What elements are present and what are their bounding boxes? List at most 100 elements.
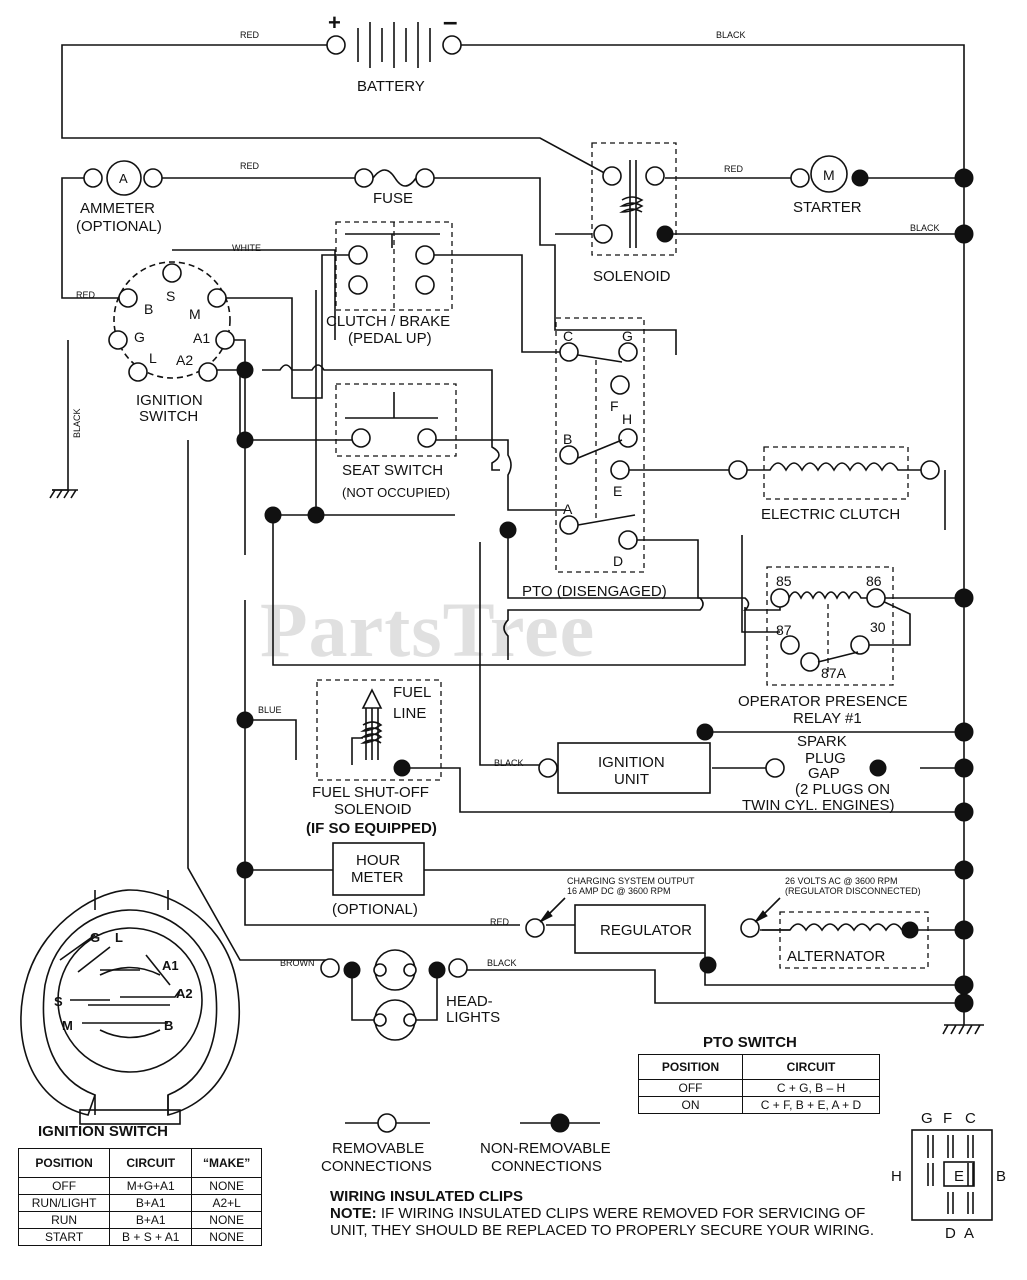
relay-label: OPERATOR PRESENCE bbox=[738, 693, 907, 710]
relay-term-86: 86 bbox=[866, 573, 882, 589]
wire-label-black-battery: BLACK bbox=[716, 30, 746, 40]
spark-label-4: (2 PLUGS ON bbox=[795, 781, 890, 798]
charging-label-1: CHARGING SYSTEM OUTPUT bbox=[567, 876, 695, 886]
ignition-switch-table: POSITION CIRCUIT “MAKE” OFF M+G+A1 NONE … bbox=[17, 1148, 262, 1246]
spark-label-2: PLUG bbox=[805, 750, 846, 767]
pto-switch-face: G F C H E B D A bbox=[891, 1110, 1006, 1242]
note-text: IF WIRING INSULATED CLIPS WERE REMOVED F… bbox=[330, 1205, 875, 1239]
relay-label-2: RELAY #1 bbox=[793, 710, 862, 727]
volts-label-1: 26 VOLTS AC @ 3600 RPM bbox=[785, 876, 898, 886]
volts-label-2: (REGULATOR DISCONNECTED) bbox=[785, 886, 921, 896]
legend-removable-1: REMOVABLE bbox=[332, 1140, 424, 1157]
ign-table-header-circuit: CIRCUIT bbox=[109, 1148, 193, 1178]
ignition-unit: IGNITION UNIT SPARK PLUG GAP (2 PLUGS ON… bbox=[538, 723, 895, 814]
ign-face-b: B bbox=[164, 1018, 173, 1033]
ammeter-label: AMMETER bbox=[80, 200, 155, 217]
ign-table-cell: OFF bbox=[17, 1177, 111, 1195]
fuel-sol-label-3: (IF SO EQUIPPED) bbox=[306, 820, 437, 837]
pto-face-c: C bbox=[965, 1110, 976, 1127]
regulator: REGULATOR CHARGING SYSTEM OUTPUT 16 AMP … bbox=[525, 876, 921, 974]
note-body: NOTE: IF WIRING INSULATED CLIPS WERE REM… bbox=[330, 1205, 890, 1239]
electric-clutch-label: ELECTRIC CLUTCH bbox=[761, 506, 900, 523]
hour-meter-label-2: METER bbox=[351, 869, 404, 886]
relay-term-87a: 87A bbox=[821, 665, 847, 681]
ign-table-header-position: POSITION bbox=[17, 1148, 111, 1178]
ign-term-m: M bbox=[189, 306, 201, 322]
ign-face-s: S bbox=[54, 994, 63, 1009]
operator-presence-relay: 85 86 87 30 87A OPERATOR PRESENCE RELAY … bbox=[738, 566, 907, 727]
pto-table-cell: ON bbox=[638, 1096, 743, 1114]
headlights-label-2: LIGHTS bbox=[446, 1009, 500, 1026]
fuel-sol-label-2: SOLENOID bbox=[334, 801, 412, 818]
ign-face-g: G bbox=[90, 930, 100, 945]
legend-removable-2: CONNECTIONS bbox=[321, 1158, 432, 1175]
ign-face-l: L bbox=[115, 930, 123, 945]
battery-label: BATTERY bbox=[357, 78, 425, 95]
wire-labels: RED BLACK RED RED BLACK WHITE RED BLACK … bbox=[72, 30, 940, 968]
pto-face-g: G bbox=[921, 1110, 933, 1127]
alternator-label: ALTERNATOR bbox=[787, 948, 886, 965]
fuel-line-label-2: LINE bbox=[393, 705, 426, 722]
junction-dots bbox=[236, 168, 974, 1013]
pto-term-e: E bbox=[613, 483, 622, 499]
ign-face-m: M bbox=[62, 1018, 73, 1033]
solenoid-label: SOLENOID bbox=[593, 268, 671, 285]
ign-term-a1: A1 bbox=[193, 330, 210, 346]
pto-term-a: A bbox=[563, 501, 573, 517]
wiring-note: WIRING INSULATED CLIPS NOTE: IF WIRING I… bbox=[330, 1188, 890, 1239]
electric-clutch: ELECTRIC CLUTCH bbox=[728, 446, 940, 523]
ign-face-a1: A1 bbox=[162, 958, 179, 973]
seat-switch-label: SEAT SWITCH bbox=[342, 462, 443, 479]
starter-terminal-label: M bbox=[823, 167, 835, 183]
pto-term-d: D bbox=[613, 553, 623, 569]
pto-table-cell: OFF bbox=[638, 1079, 743, 1097]
spark-label-3: GAP bbox=[808, 765, 840, 782]
ign-table-cell: START bbox=[17, 1228, 111, 1246]
spark-label-5: TWIN CYL. ENGINES) bbox=[742, 797, 895, 814]
wires bbox=[49, 44, 984, 1035]
pto-table-cell: C + G, B – H bbox=[742, 1079, 880, 1097]
pto-term-c: C bbox=[563, 328, 573, 344]
ign-table-cell: A2+L bbox=[191, 1194, 262, 1212]
note-title: WIRING INSULATED CLIPS bbox=[330, 1188, 524, 1205]
legend-nonremovable-2: CONNECTIONS bbox=[491, 1158, 602, 1175]
wire-label-red-ign: RED bbox=[76, 290, 96, 300]
wire-label-red-starter: RED bbox=[724, 164, 744, 174]
watermark: PartsTree bbox=[260, 586, 596, 673]
pto-table-title: PTO SWITCH bbox=[703, 1034, 797, 1051]
wire-label-black-solenoid: BLACK bbox=[910, 223, 940, 233]
wire-label-black-head: BLACK bbox=[487, 958, 517, 968]
ign-table-cell: NONE bbox=[191, 1211, 262, 1229]
wire-label-red-battery: RED bbox=[240, 30, 260, 40]
charging-label-2: 16 AMP DC @ 3600 RPM bbox=[567, 886, 671, 896]
hour-meter-label-1: HOUR bbox=[356, 852, 400, 869]
ignition-switch-label-2: SWITCH bbox=[139, 408, 198, 425]
wire-label-red-ammeter: RED bbox=[240, 161, 260, 171]
fuel-sol-label: FUEL SHUT-OFF bbox=[312, 784, 429, 801]
ign-table-title: IGNITION SWITCH bbox=[38, 1123, 168, 1140]
pto-table-cell: C + F, B + E, A + D bbox=[742, 1096, 880, 1114]
wire-label-blue: BLUE bbox=[258, 705, 282, 715]
pto-term-b: B bbox=[563, 431, 572, 447]
seat-switch: SEAT SWITCH (NOT OCCUPIED) bbox=[335, 383, 457, 500]
wire-label-brown: BROWN bbox=[280, 958, 315, 968]
pto-switch: C G F H B E A D PTO (DISENGAGED) bbox=[522, 317, 667, 600]
relay-term-30: 30 bbox=[870, 619, 886, 635]
regulator-label: REGULATOR bbox=[600, 922, 692, 939]
clutch-brake-switch: CLUTCH / BRAKE (PEDAL UP) bbox=[326, 221, 453, 347]
relay-term-85: 85 bbox=[776, 573, 792, 589]
plus-icon: + bbox=[328, 10, 341, 35]
ignition-switch-face: G L A1 A2 S M B bbox=[20, 889, 241, 1125]
clutch-brake-sub-label: (PEDAL UP) bbox=[348, 330, 432, 347]
pto-switch-table: POSITION CIRCUIT OFF C + G, B – H ON C +… bbox=[638, 1054, 880, 1114]
pto-term-g: G bbox=[622, 328, 633, 344]
fuel-line-label: FUEL bbox=[393, 684, 431, 701]
battery: + – BATTERY bbox=[326, 6, 462, 95]
legend-nonremovable-1: NON-REMOVABLE bbox=[480, 1140, 611, 1157]
starter-label: STARTER bbox=[793, 199, 862, 216]
fuse: FUSE bbox=[354, 168, 435, 207]
hour-meter: HOUR METER (OPTIONAL) bbox=[332, 842, 425, 918]
ign-term-b: B bbox=[144, 301, 153, 317]
ign-table-cell: RUN/LIGHT bbox=[17, 1194, 111, 1212]
